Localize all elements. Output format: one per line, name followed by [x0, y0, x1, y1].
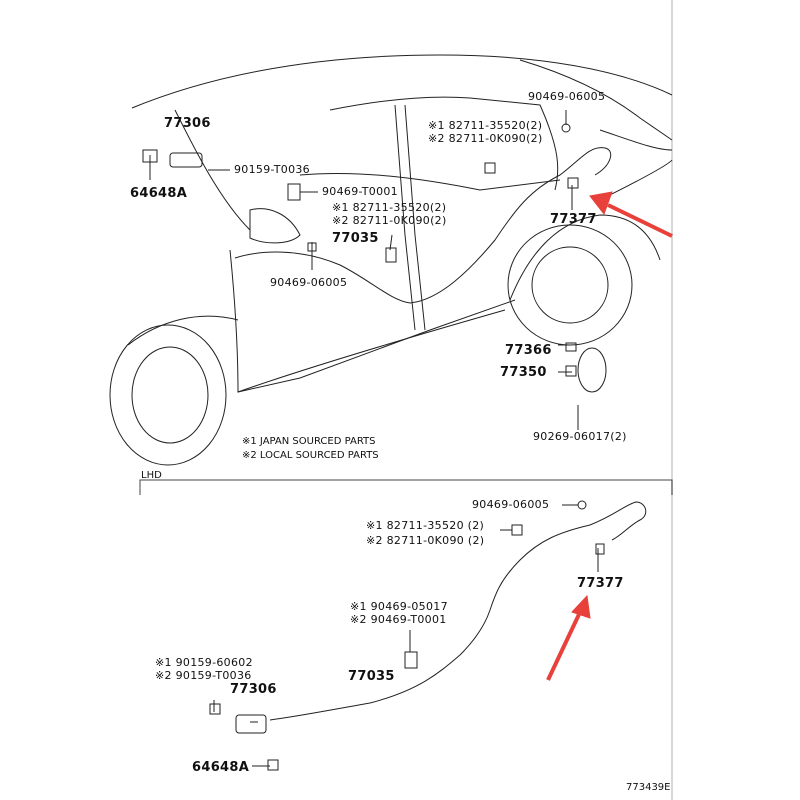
- part-82711-0k090-upper: ※2 82711-0K090(2): [428, 132, 543, 145]
- car-pillar-b2: [404, 104, 426, 331]
- car-trunk: [599, 129, 673, 151]
- red-arrow-icon: [546, 594, 591, 681]
- part-77350: 77350: [500, 365, 547, 380]
- part-90159-60602: ※1 90159-60602: [155, 656, 253, 669]
- part-82711-0k090-bottom: ※2 82711-0K090 (2): [366, 534, 485, 547]
- rear-wheel-inner: [531, 246, 609, 324]
- part-64648a-bottom: 64648A: [192, 760, 250, 775]
- part-90469-t0001-bottom: ※2 90469-T0001: [350, 613, 447, 626]
- part-77366: 77366: [505, 343, 552, 358]
- car-quarter: [509, 214, 661, 301]
- part-64648a-top: 64648A: [130, 186, 188, 201]
- car-door-frame: [329, 96, 559, 191]
- note-japan-sourced: ※1 JAPAN SOURCED PARTS: [242, 436, 376, 447]
- part-90469-06005-top: 90469-06005: [528, 90, 606, 103]
- rear-wheel-outer: [507, 224, 633, 346]
- car-pillar-b: [394, 104, 416, 331]
- part-82711-0k090-top: ※2 82711-0K090(2): [332, 214, 447, 227]
- cable-top: [234, 147, 606, 304]
- part-90469-05017: ※1 90469-05017: [350, 600, 448, 613]
- car-sill: [237, 309, 506, 393]
- part-82711-35520-upper: ※1 82711-35520(2): [428, 119, 543, 132]
- part-90469-t0001-top: 90469-T0001: [322, 185, 398, 198]
- side-mirror: [249, 208, 301, 244]
- car-roof-line: [131, 54, 673, 109]
- part-90159-t0036-bottom: ※2 90159-T0036: [155, 669, 252, 682]
- red-arrow-icon: [589, 191, 673, 238]
- part-77035-bottom: 77035: [348, 669, 395, 684]
- part-77377-bottom: 77377: [577, 576, 624, 591]
- front-wheel-outer: [109, 324, 227, 466]
- car-rear-roof: [519, 59, 673, 141]
- car-front-fender: [127, 315, 239, 346]
- lhd-label: LHD: [141, 470, 162, 481]
- part-90469-06005-mid: 90469-06005: [270, 276, 348, 289]
- car-window-line: [299, 172, 561, 191]
- front-wheel-inner: [131, 346, 209, 444]
- car-windshield-rear: [174, 109, 251, 231]
- part-77035-top: 77035: [332, 231, 379, 246]
- car-side-lower: [229, 249, 516, 393]
- note-local-sourced: ※2 LOCAL SOURCED PARTS: [242, 450, 379, 461]
- lhd-bracket: [139, 479, 673, 495]
- part-90469-06005-bottom: 90469-06005: [472, 498, 550, 511]
- part-82711-35520-bottom: ※1 82711-35520 (2): [366, 519, 485, 532]
- part-90159-t0036-top: 90159-T0036: [234, 163, 310, 176]
- figure-id: 773439E: [626, 782, 671, 793]
- part-90269-06017: 90269-06017(2): [533, 430, 627, 443]
- part-77306-top: 77306: [164, 116, 211, 131]
- cable-bottom: [269, 501, 647, 721]
- part-77377-top: 77377: [550, 212, 597, 227]
- part-77306-bottom: 77306: [230, 682, 277, 697]
- fuel-lid: [577, 347, 607, 393]
- part-82711-35520-top: ※1 82711-35520(2): [332, 201, 447, 214]
